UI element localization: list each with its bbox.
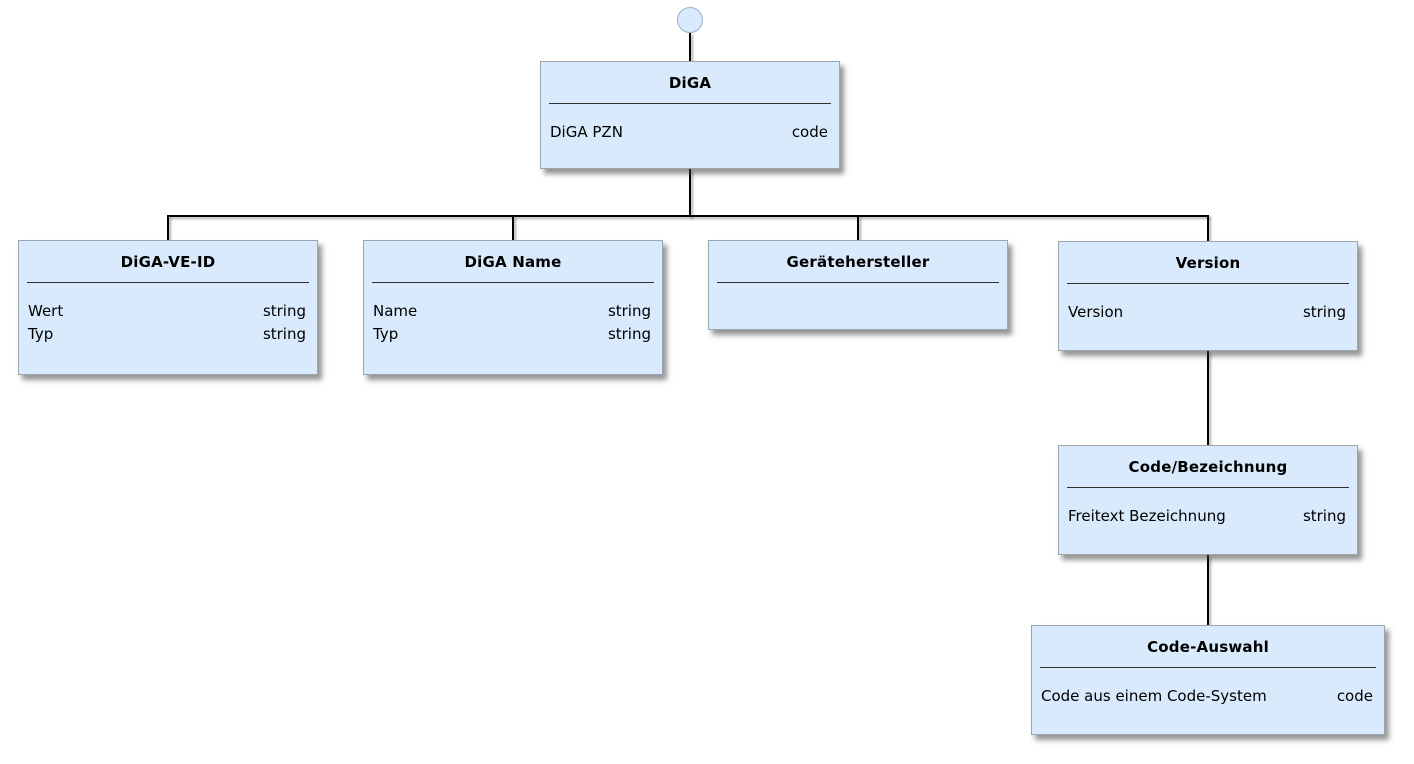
node-code-bezeichnung: Code/Bezeichnung Freitext Bezeichnung st… bbox=[1058, 445, 1358, 555]
connector-version-to-codebezeichnung bbox=[1207, 351, 1209, 446]
node-separator bbox=[717, 282, 999, 283]
attribute-name: Typ bbox=[373, 325, 399, 343]
attribute-name: Typ bbox=[28, 325, 54, 343]
attribute-type: string bbox=[1302, 507, 1346, 525]
attribute-type: string bbox=[1302, 303, 1346, 321]
attribute-type: string bbox=[262, 302, 306, 320]
connector-branch-horizontal bbox=[167, 215, 1209, 217]
node-code-auswahl: Code-Auswahl Code aus einem Code-System … bbox=[1031, 625, 1385, 735]
node-attributes: Freitext Bezeichnung string bbox=[1059, 488, 1357, 528]
node-title: Code-Auswahl bbox=[1147, 637, 1269, 656]
attribute-name: Version bbox=[1068, 303, 1124, 321]
node-title: DiGA Name bbox=[464, 252, 562, 271]
attribute-row: Code aus einem Code-System code bbox=[1041, 685, 1373, 708]
node-diga: DiGA DiGA PZN code bbox=[540, 61, 840, 169]
node-attributes: Code aus einem Code-System code bbox=[1032, 668, 1384, 708]
attribute-name: Wert bbox=[28, 302, 64, 320]
connector-branch-to-geraetehersteller bbox=[857, 216, 859, 241]
node-attributes: DiGA PZN code bbox=[541, 104, 839, 144]
attribute-row: Wert string bbox=[28, 300, 306, 323]
attribute-row: Typ string bbox=[28, 323, 306, 346]
node-title: Gerätehersteller bbox=[786, 252, 930, 271]
node-geraetehersteller: Gerätehersteller bbox=[708, 240, 1008, 330]
attribute-row: DiGA PZN code bbox=[550, 121, 828, 144]
connector-diga-to-branch bbox=[689, 169, 691, 217]
node-separator bbox=[372, 282, 654, 283]
node-attributes: Version string bbox=[1059, 284, 1357, 324]
node-diga-name: DiGA Name Name string Typ string bbox=[363, 240, 663, 375]
node-version: Version Version string bbox=[1058, 241, 1358, 351]
attribute-type: code bbox=[791, 123, 828, 141]
node-separator bbox=[549, 103, 831, 104]
attribute-row: Version string bbox=[1068, 301, 1346, 324]
node-attributes bbox=[709, 283, 1007, 300]
root-anchor-circle bbox=[677, 7, 703, 33]
attribute-type: code bbox=[1336, 687, 1373, 705]
node-separator bbox=[1040, 667, 1376, 668]
attribute-type: string bbox=[262, 325, 306, 343]
connector-branch-to-veid bbox=[167, 216, 169, 241]
attribute-name: Freitext Bezeichnung bbox=[1068, 507, 1226, 525]
attribute-name: Name bbox=[373, 302, 418, 320]
node-attributes: Name string Typ string bbox=[364, 283, 662, 346]
node-title: DiGA-VE-ID bbox=[120, 252, 216, 271]
node-attributes: Wert string Typ string bbox=[19, 283, 317, 346]
node-title: DiGA bbox=[668, 73, 712, 92]
attribute-name: DiGA PZN bbox=[550, 123, 623, 141]
node-separator bbox=[27, 282, 309, 283]
node-separator bbox=[1067, 283, 1349, 284]
attribute-row: Typ string bbox=[373, 323, 651, 346]
connector-branch-to-name bbox=[512, 216, 514, 241]
node-diga-ve-id: DiGA-VE-ID Wert string Typ string bbox=[18, 240, 318, 375]
node-title: Version bbox=[1175, 253, 1241, 272]
connector-branch-to-version bbox=[1207, 216, 1209, 242]
node-separator bbox=[1067, 487, 1349, 488]
connector-root-to-diga bbox=[689, 33, 691, 62]
attribute-type: string bbox=[607, 302, 651, 320]
attribute-type: string bbox=[607, 325, 651, 343]
attribute-row: Name string bbox=[373, 300, 651, 323]
attribute-name: Code aus einem Code-System bbox=[1041, 687, 1267, 705]
connector-codebezeichnung-to-codeauswahl bbox=[1207, 555, 1209, 626]
node-title: Code/Bezeichnung bbox=[1128, 457, 1288, 476]
attribute-row: Freitext Bezeichnung string bbox=[1068, 505, 1346, 528]
